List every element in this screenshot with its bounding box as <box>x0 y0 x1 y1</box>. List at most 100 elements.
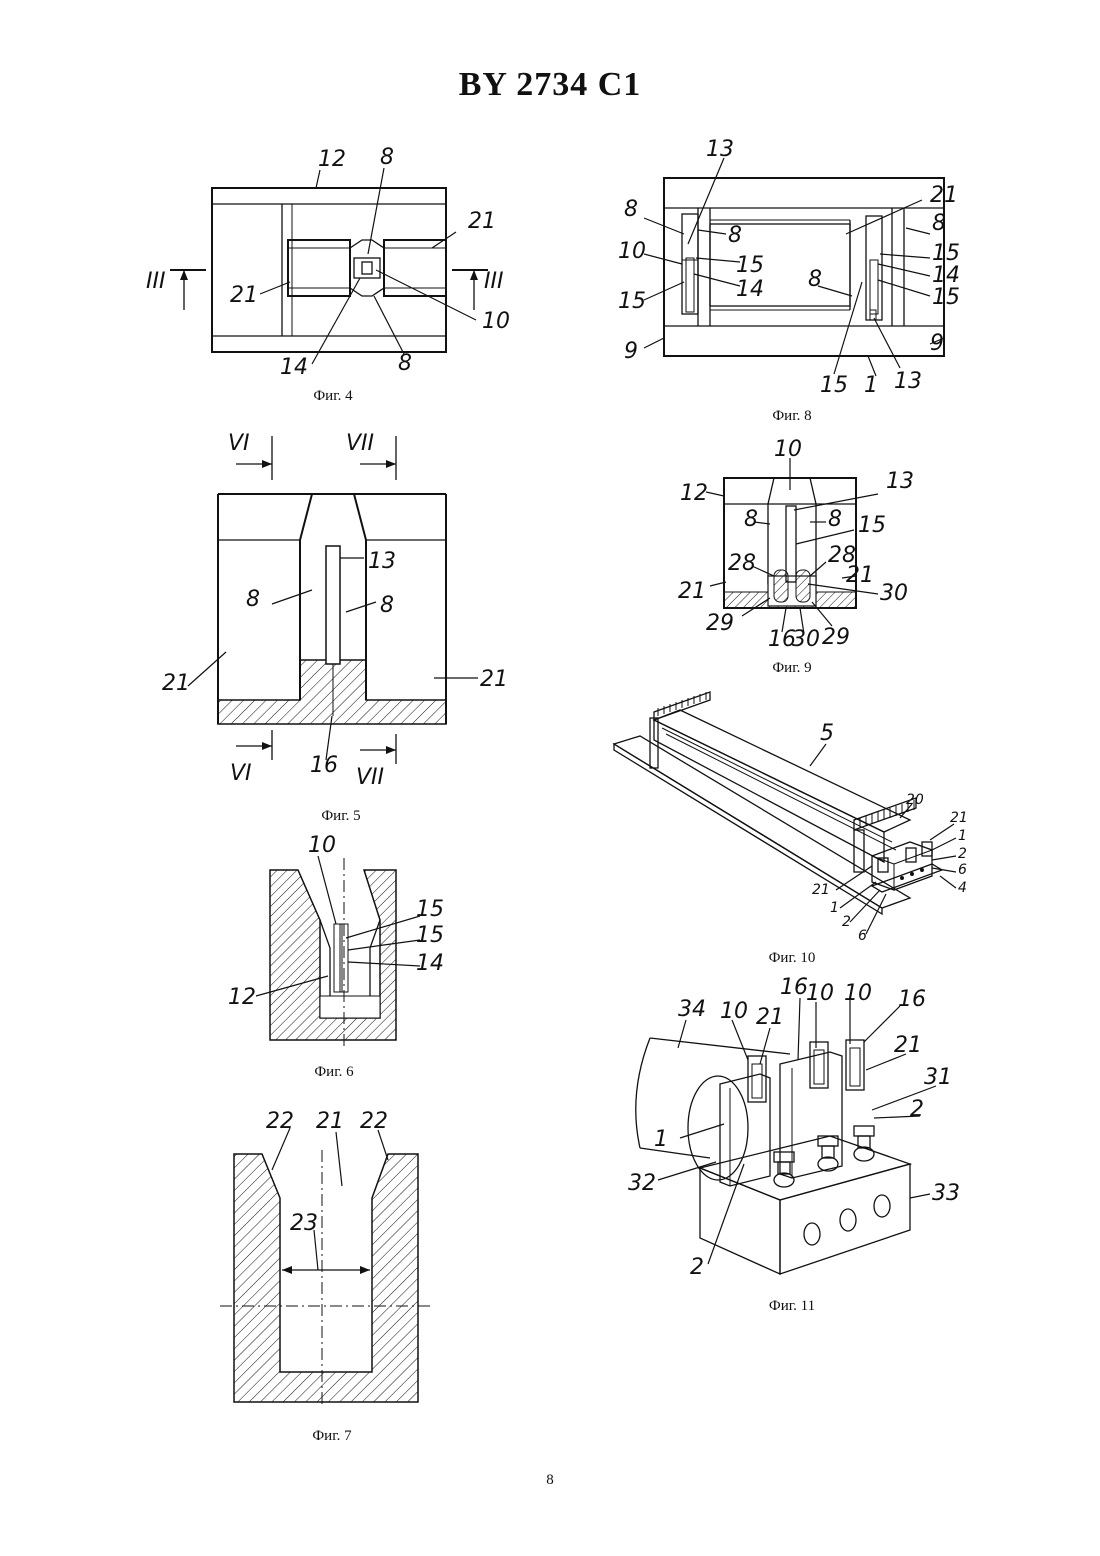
fig5-section-vii-top: VII <box>346 431 374 456</box>
fig9-label-15: 15 <box>858 513 886 538</box>
fig5-label-16: 16 <box>310 753 338 778</box>
fig9-label-30-right: 30 <box>880 581 908 606</box>
fig9-label-30-bottom: 30 <box>792 627 820 652</box>
fig9-label-13: 13 <box>886 469 914 494</box>
fig6-label-15-b: 15 <box>416 923 444 948</box>
fig10-label-20: 20 <box>906 792 924 808</box>
figure-8-drawing: 13 21 8 8 8 10 15 14 15 8 15 14 15 9 9 1… <box>600 130 990 400</box>
fig5-label-21-right: 21 <box>480 667 508 692</box>
fig10-label-2-right: 2 <box>958 846 967 862</box>
fig5-label-13: 13 <box>368 549 396 574</box>
fig11-label-21-a: 21 <box>756 1005 784 1030</box>
figure-7-drawing: 22 21 22 23 <box>210 1090 460 1420</box>
fig6-label-10: 10 <box>308 833 336 858</box>
figure-6-caption: Фиг. 6 <box>264 1064 404 1081</box>
fig10-label-21-right: 21 <box>950 810 968 826</box>
fig11-label-16-b: 16 <box>898 987 926 1012</box>
fig10-label-21-left: 21 <box>812 882 830 898</box>
fig11-label-2-a: 2 <box>910 1097 924 1122</box>
fig10-label-6-left: 6 <box>858 928 867 944</box>
fig7-label-22-right: 22 <box>360 1109 388 1134</box>
page-number: 8 <box>0 1472 1100 1489</box>
fig6-label-14: 14 <box>416 951 444 976</box>
fig8-label-15-right-bottom: 15 <box>932 285 960 310</box>
fig10-label-2-left: 2 <box>842 914 851 930</box>
fig7-label-23: 23 <box>290 1211 318 1236</box>
fig11-label-10-c: 10 <box>844 981 872 1006</box>
fig9-label-8-left: 8 <box>744 507 758 532</box>
fig8-label-15-left: 15 <box>736 253 764 278</box>
figure-7-caption: Фиг. 7 <box>262 1428 402 1445</box>
figure-10-drawing: 5 20 21 1 2 6 4 21 1 2 6 <box>610 690 1000 952</box>
figure-6-drawing: 10 15 15 14 12 <box>220 828 460 1058</box>
fig8-label-9-left: 9 <box>624 339 638 364</box>
figure-4-caption: Фиг. 4 <box>263 388 403 405</box>
document-title: BY 2734 C1 <box>0 66 1100 104</box>
fig4-section-right: III <box>484 269 503 294</box>
fig7-label-22-left: 22 <box>266 1109 294 1134</box>
fig8-label-13-top: 13 <box>706 137 734 162</box>
fig8-label-13-bottom: 13 <box>894 369 922 394</box>
fig8-label-15-left-bottom: 15 <box>618 289 646 314</box>
fig9-label-8-right: 8 <box>828 507 842 532</box>
fig5-label-21-left: 21 <box>162 671 190 696</box>
fig11-label-21-b: 21 <box>894 1033 922 1058</box>
fig8-label-9-right: 9 <box>930 331 944 356</box>
figure-9-caption: Фиг. 9 <box>722 660 862 677</box>
fig4-label-14: 14 <box>280 355 308 380</box>
fig9-label-29-right: 29 <box>822 625 850 650</box>
fig11-label-1: 1 <box>654 1127 668 1152</box>
fig11-label-32: 32 <box>628 1171 656 1196</box>
fig8-label-8-right: 8 <box>932 211 946 236</box>
fig9-label-21-left: 21 <box>678 579 706 604</box>
fig5-section-vi-bottom: VI <box>230 761 252 786</box>
figure-5-caption: Фиг. 5 <box>271 808 411 825</box>
figure-8-caption: Фиг. 8 <box>722 408 862 425</box>
fig4-label-21-right: 21 <box>468 209 496 234</box>
fig6-label-12: 12 <box>228 985 256 1010</box>
fig10-label-5: 5 <box>820 721 834 746</box>
figure-11-caption: Фиг. 11 <box>722 1298 862 1315</box>
figure-10-caption: Фиг. 10 <box>722 950 862 967</box>
fig10-label-1-right: 1 <box>958 828 967 844</box>
fig8-label-8-center: 8 <box>808 267 822 292</box>
fig8-label-10: 10 <box>618 239 646 264</box>
fig8-label-1: 1 <box>864 373 878 398</box>
fig8-label-8-left-inner: 8 <box>728 223 742 248</box>
fig4-label-8-bottom: 8 <box>398 351 412 376</box>
fig8-label-14-left: 14 <box>736 277 764 302</box>
fig10-label-6-right: 6 <box>958 862 967 878</box>
fig4-label-21-left: 21 <box>230 283 258 308</box>
fig11-label-33: 33 <box>932 1181 960 1206</box>
fig11-label-10-a: 10 <box>720 999 748 1024</box>
fig6-label-15-a: 15 <box>416 897 444 922</box>
fig5-section-vi-top: VI <box>228 431 250 456</box>
fig8-label-8-left: 8 <box>624 197 638 222</box>
fig8-label-15-bottom: 15 <box>820 373 848 398</box>
fig4-label-8-top: 8 <box>380 145 394 170</box>
fig11-label-31: 31 <box>924 1065 952 1090</box>
fig11-label-16-a: 16 <box>780 975 808 1000</box>
fig9-label-10: 10 <box>774 437 802 462</box>
figure-4-drawing: 12 8 21 21 III III 10 14 8 <box>140 140 520 385</box>
fig10-label-4: 4 <box>958 880 967 896</box>
fig9-label-29-left: 29 <box>706 611 734 636</box>
figure-5-drawing: VI VII 13 8 8 21 21 16 VI VII <box>150 420 530 795</box>
fig9-label-21-right: 21 <box>846 563 874 588</box>
fig7-label-21: 21 <box>316 1109 344 1134</box>
fig11-label-2-b: 2 <box>690 1255 704 1278</box>
figure-9-drawing: 10 12 13 8 8 15 28 28 21 21 30 29 16 30 … <box>670 426 950 656</box>
fig5-section-vii-bottom: VII <box>356 765 384 790</box>
fig10-label-1-left: 1 <box>830 900 839 916</box>
fig8-label-21: 21 <box>930 183 958 208</box>
fig4-label-12: 12 <box>318 147 346 172</box>
fig5-label-8-left: 8 <box>246 587 260 612</box>
fig9-label-12: 12 <box>680 481 708 506</box>
fig5-label-8-right: 8 <box>380 593 394 618</box>
figure-11-drawing: 34 10 21 16 10 10 16 21 31 2 1 32 33 2 <box>620 968 980 1278</box>
fig11-label-34: 34 <box>678 997 706 1022</box>
fig11-label-10-b: 10 <box>806 981 834 1006</box>
fig9-label-28-left: 28 <box>728 551 756 576</box>
fig4-label-10: 10 <box>482 309 510 334</box>
fig4-section-left: III <box>146 269 165 294</box>
